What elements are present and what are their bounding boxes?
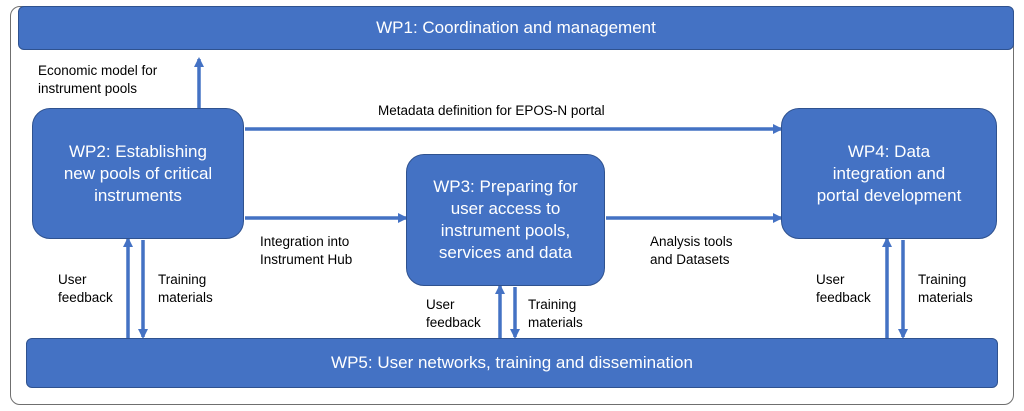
wp3-box: WP3: Preparing for user access to instru… [406, 154, 605, 286]
wp5-title: WP5: User networks, training and dissemi… [331, 353, 693, 372]
label-wp3-user-feedback: User feedback [426, 297, 481, 330]
wp4-title: WP4: Data integration and portal develop… [816, 141, 962, 205]
label-wp2-user-feedback: User feedback [58, 272, 113, 305]
wp1-box: WP1: Coordination and management [18, 6, 1014, 50]
label-analysis-tools: Analysis tools and Datasets [650, 234, 733, 267]
wp2-box: WP2: Establishing new pools of critical … [32, 108, 244, 239]
wp1-title: WP1: Coordination and management [376, 18, 656, 37]
wp2-title: WP2: Establishing new pools of critical … [63, 141, 213, 205]
label-wp4-user-feedback: User feedback [816, 272, 871, 305]
label-integration-hub: Integration into Instrument Hub [260, 234, 353, 267]
wp5-box: WP5: User networks, training and dissemi… [26, 338, 998, 388]
label-wp3-training: Training materials [528, 297, 583, 330]
label-wp4-training: Training materials [918, 272, 973, 305]
wp4-box: WP4: Data integration and portal develop… [781, 108, 997, 239]
label-economic-model: Economic model for instrument pools [38, 63, 158, 96]
label-wp2-training: Training materials [158, 272, 213, 305]
wp3-title: WP3: Preparing for user access to instru… [433, 177, 578, 262]
label-metadata: Metadata definition for EPOS-N portal [378, 103, 605, 118]
